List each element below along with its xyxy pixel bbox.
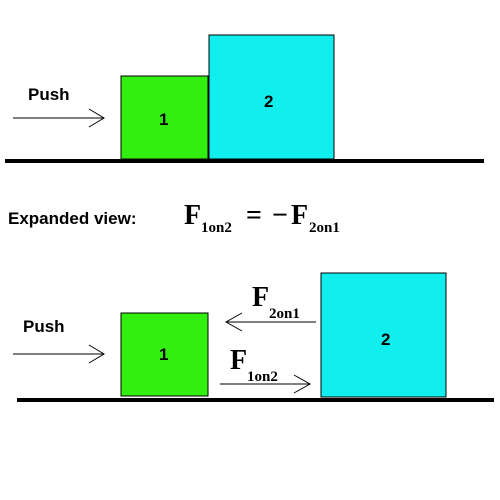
top-block-1-label: 1 [159,110,168,129]
bottom-scene: Push 1 2 F 2on1 F 1on2 [13,272,494,402]
bottom-push-arrow [13,344,105,364]
force-2on1-symbol: F [252,282,269,313]
equation-minus-sign: − [272,200,288,231]
force-2on1-arrow [224,312,316,332]
bottom-block-2 [320,272,447,398]
top-block-2-label: 2 [264,92,273,111]
force-1on2-symbol: F [230,345,247,376]
bottom-block-1-label: 1 [159,345,168,364]
top-scene: Push 1 2 [5,34,484,163]
newton-third-law-equation: F 1on2 = − F 2on1 [184,200,340,236]
equation-rhs-symbol: F [291,200,308,231]
equation-lhs-subscript: 1on2 [201,220,232,236]
bottom-push-label: Push [23,317,65,336]
top-push-label: Push [28,85,70,104]
equation-rhs-subscript: 2on1 [309,220,340,236]
bottom-block-2-label: 2 [381,330,390,349]
force-1on2-arrow [220,374,312,394]
top-block-2 [208,34,335,160]
force-1on2-subscript: 1on2 [247,369,278,385]
bottom-block-1 [120,312,209,397]
force-2on1-subscript: 2on1 [269,306,300,322]
expanded-view-label: Expanded view: [8,209,136,228]
top-push-arrow [13,108,105,128]
top-block-1 [120,75,209,160]
expanded-view-header: Expanded view: F 1on2 = − F 2on1 [8,200,340,236]
equation-lhs-symbol: F [184,200,201,231]
equation-equals-sign: = [246,200,262,231]
